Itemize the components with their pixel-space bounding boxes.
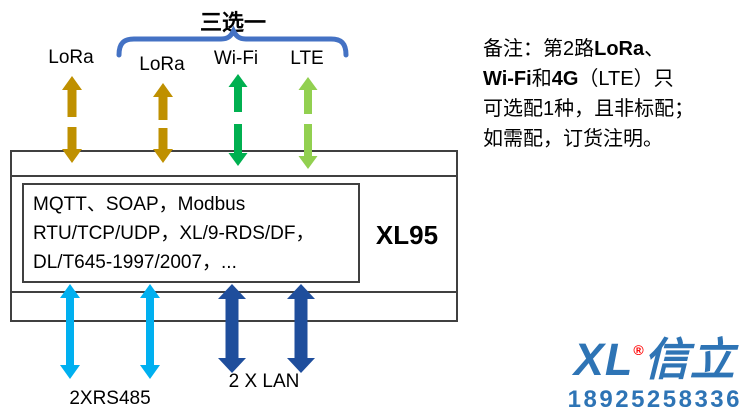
lte-up-arrow: [298, 77, 318, 114]
note-segment: 可选配1种，且非标配；: [483, 98, 695, 120]
port-label-lte: LTE: [290, 48, 324, 69]
protocol-line-2: RTU/TCP/UDP，XL/9-RDS/DF，: [33, 223, 315, 244]
brand-cn-text: 信立: [643, 334, 736, 385]
device-rail-line-bottom: [12, 291, 456, 293]
device-rail-line-top: [12, 175, 456, 177]
note-segment: 4G: [551, 68, 579, 90]
note-line-3: 可选配1种，且非标配；: [483, 94, 747, 124]
protocol-line-1: MQTT、SOAP，Modbus: [33, 194, 246, 215]
note-segment: Wi-Fi: [483, 68, 532, 90]
brand-logo-text: XL®信立: [568, 327, 742, 383]
device-model-label: XL95: [375, 220, 439, 250]
note-segment: （LTE）只: [578, 68, 674, 90]
phone-number: 18925258336: [567, 386, 742, 413]
note-segment: LoRa: [594, 38, 645, 60]
brand-xl-text: XL: [573, 334, 634, 385]
note-text: 备注：第2路LoRa、 Wi-Fi和4G（LTE）只 可选配1种，且非标配； 如…: [483, 34, 747, 154]
protocol-line-3: DL/T645-1997/2007，...: [33, 252, 237, 273]
note-segment: 和: [531, 68, 552, 90]
note-line-4: 如需配，订货注明。: [483, 124, 747, 154]
note-line-2: Wi-Fi和4G（LTE）只: [483, 64, 747, 94]
note-segment: 、: [644, 38, 665, 60]
lan-label: 2 X LAN: [228, 371, 300, 392]
lora1-up-arrow: [62, 76, 82, 117]
registered-mark: ®: [633, 342, 644, 358]
note-segment: 如需配，订货注明。: [483, 128, 663, 150]
port-label-wifi: Wi-Fi: [213, 48, 259, 69]
port-label-lora-2: LoRa: [139, 54, 185, 75]
note-segment: 备注：第2路: [483, 38, 595, 60]
choose-one-label: 三选一: [199, 10, 266, 35]
brand-logo: XL®信立 18925258336: [568, 327, 742, 414]
rs485-label: 2XRS485: [69, 388, 151, 409]
protocol-box: MQTT、SOAP，Modbus RTU/TCP/UDP，XL/9-RDS/DF…: [22, 183, 360, 283]
port-label-lora-1: LoRa: [48, 47, 94, 68]
lora2-up-arrow: [153, 83, 173, 120]
wifi-up-arrow: [228, 74, 248, 112]
note-line-1: 备注：第2路LoRa、: [483, 34, 747, 64]
